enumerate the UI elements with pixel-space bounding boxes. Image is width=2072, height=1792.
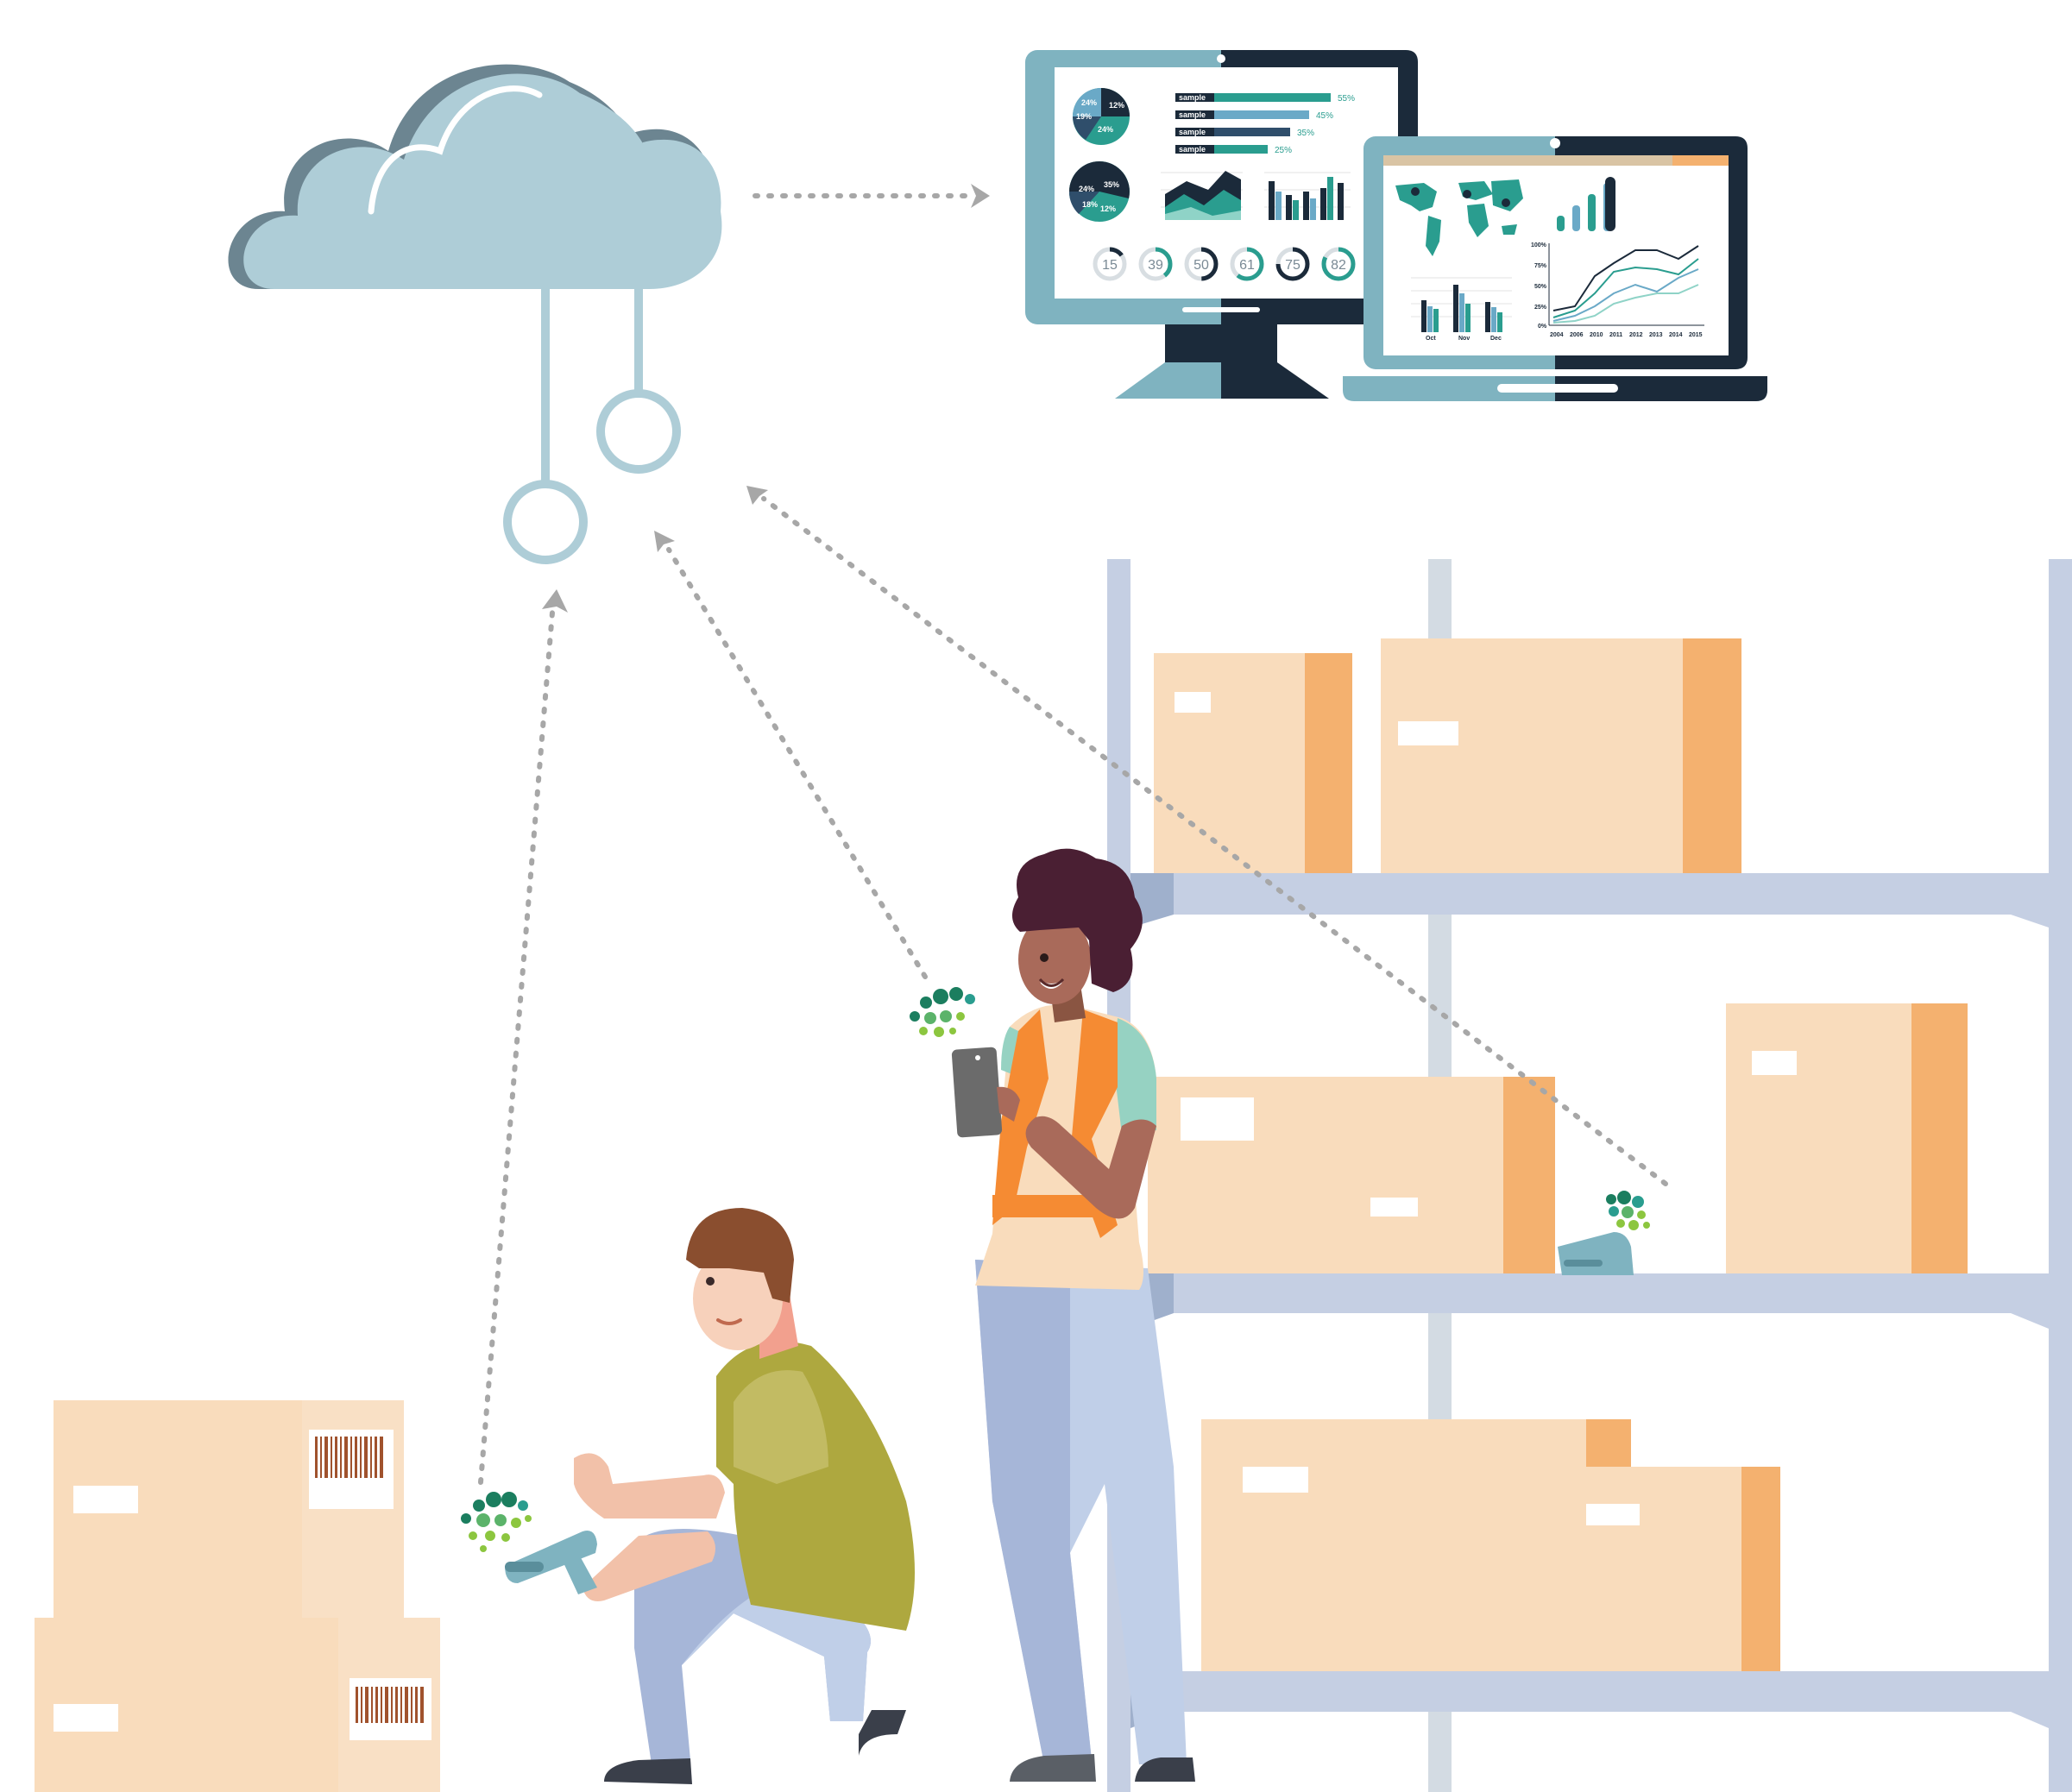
laptop-icon: Oct Nov Dec 100% 75% 50% 25% 0% 2004 20: [1343, 136, 1767, 401]
x-tick: 2004: [1550, 332, 1564, 338]
bar-label: sample: [1179, 93, 1206, 102]
area-chart: [1161, 171, 1243, 220]
month-label: Nov: [1458, 336, 1470, 342]
pie1-label-a: 12%: [1109, 101, 1124, 110]
pie-chart-1: 12% 24% 19% 24%: [1073, 88, 1130, 145]
y-tick: 50%: [1534, 284, 1547, 290]
scan-signal-dots: [1606, 1191, 1650, 1230]
pie2-label-b: 35%: [1104, 180, 1119, 189]
y-tick: 75%: [1534, 263, 1547, 269]
bar-value: 35%: [1297, 129, 1314, 138]
cloud-icon: [228, 64, 722, 564]
dotted-arrow-from-standing-worker: [654, 531, 928, 979]
y-tick: 100%: [1531, 242, 1547, 248]
crouching-worker: [505, 1208, 915, 1784]
barcode-icon: [350, 1678, 431, 1740]
month-label: Oct: [1426, 336, 1436, 342]
pie1-label-b: 24%: [1098, 125, 1113, 134]
x-tick: 2012: [1629, 332, 1643, 338]
donut-value: 50: [1193, 258, 1209, 273]
dotted-arrow-from-shelf-scanner: [746, 486, 1668, 1186]
pie2-label-a: 24%: [1079, 185, 1094, 193]
donut-value: 75: [1285, 258, 1301, 273]
y-tick: 25%: [1534, 305, 1547, 311]
x-tick: 2010: [1590, 332, 1603, 338]
bar-value: 25%: [1275, 146, 1292, 155]
donut-value: 61: [1239, 258, 1255, 273]
x-tick: 2011: [1609, 332, 1622, 338]
donut-row: 15 39 50 61 75 82: [1093, 247, 1356, 281]
thermometer-chart: [1557, 177, 1615, 231]
pie2-label-c: 18%: [1082, 200, 1098, 209]
floor-box-stack: [35, 1400, 440, 1792]
x-tick: 2013: [1649, 332, 1663, 338]
donut-value: 39: [1148, 258, 1163, 273]
tablet-icon: [951, 1047, 1003, 1138]
bar-value: 45%: [1316, 111, 1333, 121]
y-tick: 0%: [1538, 324, 1547, 330]
bar-label: sample: [1179, 145, 1206, 154]
scan-signal-dots: [910, 987, 975, 1037]
x-tick: 2014: [1669, 332, 1683, 338]
scanner-icon: [1558, 1232, 1634, 1275]
world-map-chart: [1395, 179, 1523, 256]
pie-chart-2: 24% 35% 18% 12%: [1068, 161, 1130, 222]
scan-signal-dots: [461, 1492, 532, 1552]
donut-value: 82: [1331, 258, 1346, 273]
x-tick: 2006: [1570, 332, 1584, 338]
dotted-arrow-from-crouching-worker: [478, 589, 568, 1485]
pie1-label-d: 24%: [1081, 98, 1097, 107]
dotted-arrow-to-monitor: [753, 184, 990, 208]
laptop-bar-chart: Oct Nov Dec: [1411, 277, 1512, 342]
pie1-label-c: 19%: [1076, 112, 1092, 121]
bar-label: sample: [1179, 128, 1206, 136]
bar-label: sample: [1179, 110, 1206, 119]
standing-worker: [951, 848, 1195, 1782]
scanner-icon: [505, 1531, 597, 1594]
laptop-line-chart: 100% 75% 50% 25% 0% 2004 2006 2010 2011 …: [1531, 242, 1704, 338]
x-tick: 2015: [1689, 332, 1703, 338]
pie2-label-d: 12%: [1100, 204, 1116, 213]
barcode-icon: [309, 1430, 394, 1509]
warehouse-shelf: [1107, 559, 2072, 1792]
bar-value: 55%: [1338, 94, 1355, 104]
month-label: Dec: [1490, 336, 1502, 342]
column-chart: [1264, 172, 1351, 220]
monitor-icon: 12% 24% 19% 24% 24% 35% 18% 12% sample 5…: [1025, 50, 1418, 399]
horizontal-bar-chart: sample 55% sample 45% sample 35% sample …: [1175, 93, 1355, 155]
donut-value: 15: [1102, 258, 1118, 273]
